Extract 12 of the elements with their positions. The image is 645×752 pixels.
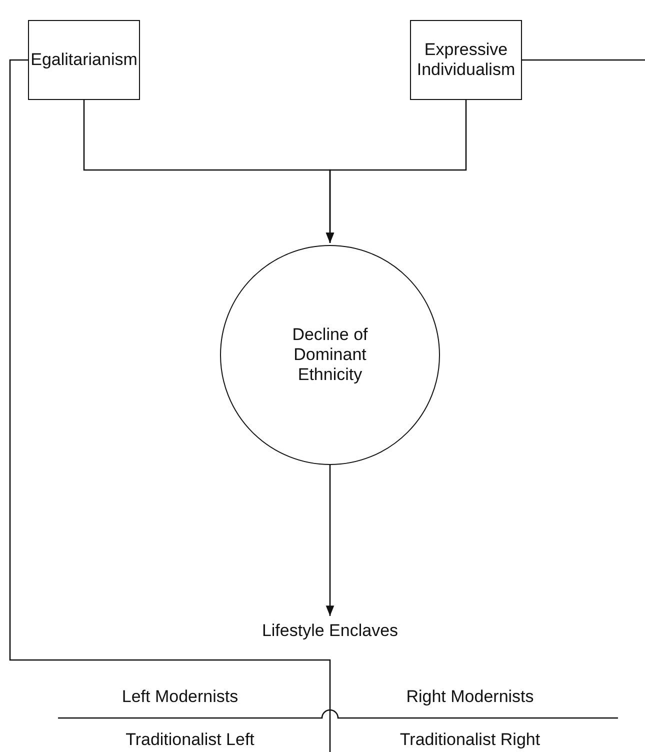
outcome-text: Lifestyle Enclaves	[225, 618, 435, 644]
arrow	[326, 100, 467, 243]
concept-box: Expressive Individualism	[410, 20, 522, 100]
concept-circle: Decline of Dominant Ethnicity	[220, 245, 440, 465]
connector-line	[522, 59, 645, 61]
quadrant-label: Right Modernists	[406, 687, 534, 707]
quadrant-label: Left Modernists	[122, 687, 238, 707]
quadrant-label: Traditionalist Right	[400, 730, 540, 750]
quadrant-label: Traditionalist Left	[126, 730, 254, 750]
concept-box: Egalitarianism	[28, 20, 140, 100]
connector-line	[9, 59, 331, 752]
arrow	[326, 465, 334, 616]
